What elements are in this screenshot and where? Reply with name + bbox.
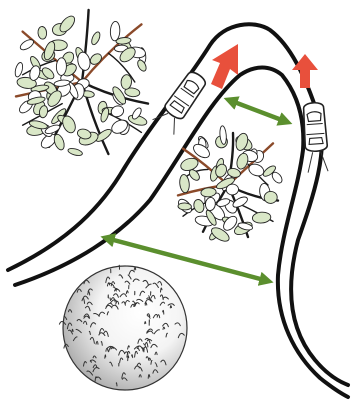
- leaf: [88, 52, 103, 67]
- tree-icon: [14, 10, 148, 157]
- leaf: [56, 58, 67, 76]
- tree-branch: [82, 10, 89, 82]
- leaf: [178, 203, 192, 210]
- tree-branch: [228, 143, 273, 185]
- leaf: [67, 147, 83, 157]
- leaf: [179, 174, 190, 193]
- bush-stroke: [72, 329, 73, 331]
- leaf: [90, 31, 102, 46]
- leaf: [19, 38, 36, 52]
- leaf: [192, 198, 205, 213]
- car-icon: [302, 102, 329, 173]
- leaf: [120, 74, 132, 89]
- leaf: [110, 21, 120, 41]
- bush-icon: [59, 265, 187, 390]
- double-arrow-icon: [229, 100, 287, 122]
- leaf: [136, 59, 148, 73]
- leaf: [252, 211, 271, 223]
- bush-stroke: [110, 298, 111, 301]
- leaf: [110, 104, 125, 118]
- leaf: [37, 26, 47, 39]
- tree-icon: [176, 126, 284, 244]
